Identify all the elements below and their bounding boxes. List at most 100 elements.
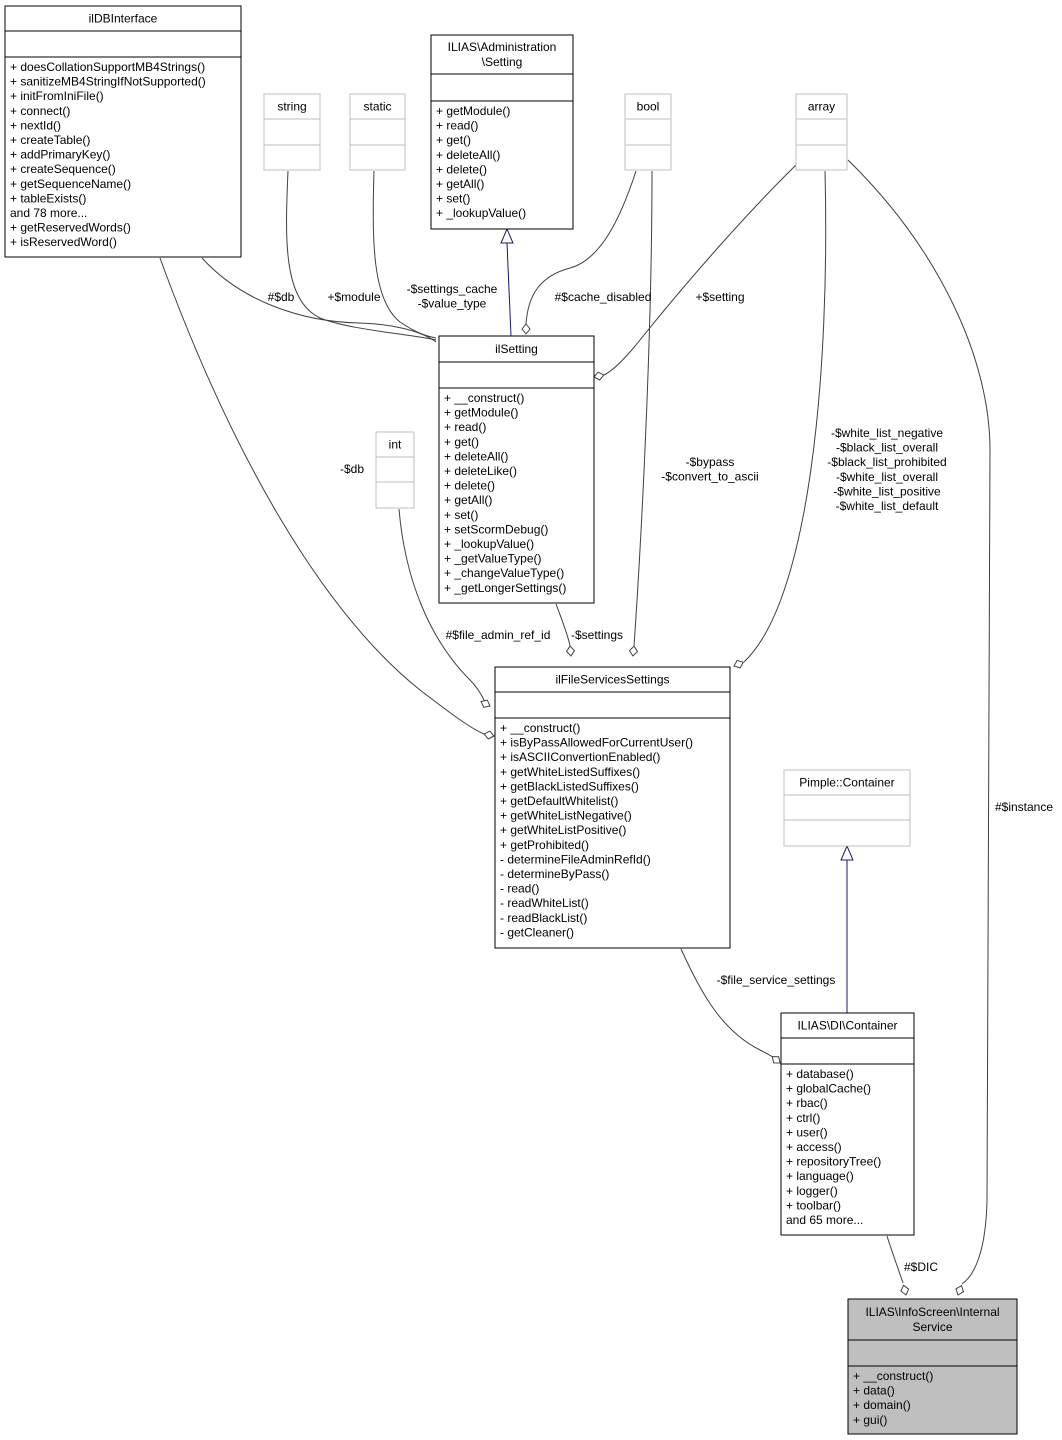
class-method: + getAll() — [436, 177, 484, 191]
class-method: + _changeValueType() — [444, 566, 564, 580]
class-method: + logger() — [786, 1184, 838, 1198]
edge-label-line: +$module — [327, 290, 380, 304]
class-title: ILIAS\DI\Container — [797, 1019, 897, 1033]
class-method: + createTable() — [10, 133, 90, 147]
class-method: + _getLongerSettings() — [444, 581, 566, 595]
class-method: + delete() — [444, 479, 495, 493]
array-to-service-diamond — [955, 1284, 965, 1296]
class-title: Service — [912, 1320, 952, 1334]
ildbinterface-to-filesettings-edge — [159, 257, 485, 735]
static-to-ilsetting-edge — [372, 170, 437, 339]
array-to-filesettings-diamond — [733, 659, 745, 669]
class-method: + read() — [436, 119, 478, 133]
class-method: - readBlackList() — [500, 911, 587, 925]
class-box-int: int — [375, 431, 415, 509]
class-method: + nextId() — [10, 118, 61, 132]
class-method: + tableExists() — [10, 191, 86, 205]
ilsetting-to-filesettings-edge — [555, 603, 571, 647]
class-method: + deleteAll() — [436, 148, 500, 162]
edge-label-line: -$black_list_overall — [836, 441, 938, 455]
class-method: + user() — [786, 1125, 828, 1139]
filesettings-to-container-edge — [680, 948, 775, 1059]
class-box-filesettings: ilFileServicesSettings+ __construct()+ i… — [494, 666, 731, 949]
edge-label-file-admin-ref: #$file_admin_ref_id — [446, 628, 551, 642]
class-method: + database() — [786, 1067, 854, 1081]
class-box-frame — [4, 5, 242, 258]
bool-to-ilsetting-diamond — [521, 323, 531, 335]
class-box-static: static — [349, 93, 406, 171]
class-title: ILIAS\Administration — [448, 40, 557, 54]
class-method: + getSequenceName() — [10, 177, 131, 191]
class-title: int — [389, 438, 402, 452]
class-method: and 65 more... — [786, 1213, 863, 1227]
edge-label-line: +$setting — [695, 290, 744, 304]
class-box-bool: bool — [624, 93, 672, 171]
class-method: - determineByPass() — [500, 867, 609, 881]
edge-label-setting: +$setting — [695, 290, 744, 304]
class-method: + _lookupValue() — [444, 537, 534, 551]
ildbinterface-to-filesettings-diamond — [483, 730, 495, 740]
class-method: - readWhiteList() — [500, 896, 589, 910]
class-title: ilFileServicesSettings — [555, 673, 669, 687]
container-to-service-diamond — [900, 1284, 910, 1296]
edge-label-line: -$value_type — [418, 297, 487, 311]
class-method: + set() — [444, 508, 478, 522]
class-method: + rbac() — [786, 1096, 828, 1110]
class-method: + getBlackListedSuffixes() — [500, 779, 639, 793]
string-to-ilsetting-edge — [286, 170, 437, 341]
edge-label-line: -$white_list_negative — [831, 426, 943, 440]
class-method: - getCleaner() — [500, 925, 574, 939]
class-method: + data() — [853, 1384, 895, 1398]
class-method: + getAll() — [444, 493, 492, 507]
int-to-filesettings-edge — [398, 508, 487, 705]
edge-label-dic: #$DIC — [904, 1260, 938, 1274]
class-method: + __construct() — [853, 1369, 933, 1383]
class-method: + get() — [436, 133, 471, 147]
class-method: + createSequence() — [10, 162, 116, 176]
class-box-ildbinterface: ilDBInterface+ doesCollationSupportMB4St… — [4, 5, 242, 258]
array-to-ilsetting-diamond — [593, 371, 605, 381]
class-title: string — [277, 100, 306, 114]
class-method: - determineFileAdminRefId() — [500, 852, 651, 866]
edge-label-line: -$white_list_default — [836, 499, 939, 513]
edge-label-line: -$white_list_positive — [833, 484, 941, 498]
class-box-admin-setting: ILIAS\Administration\Setting+ getModule(… — [430, 34, 574, 230]
class-method: + gui() — [853, 1413, 887, 1427]
class-method: + connect() — [10, 104, 70, 118]
class-box-frame — [795, 93, 848, 171]
class-method: + ctrl() — [786, 1111, 820, 1125]
class-box-frame — [438, 335, 595, 604]
class-method: + isByPassAllowedForCurrentUser() — [500, 736, 693, 750]
edge-label-line: -$black_list_prohibited — [827, 455, 946, 469]
class-method: + deleteLike() — [444, 464, 517, 478]
edge-label-line: -$settings — [571, 628, 623, 642]
edge-label-cache-disabled: #$cache_disabled — [555, 290, 652, 304]
edge-label-line: -$convert_to_ascii — [661, 470, 758, 484]
array-to-filesettings-edge — [743, 170, 827, 663]
class-box-frame — [780, 1012, 915, 1236]
class-title: Pimple::Container — [799, 776, 894, 790]
edge-label-settings-cache: -$settings_cache-$value_type — [407, 282, 498, 311]
class-method: + getProhibited() — [500, 838, 589, 852]
edge-label-module: +$module — [327, 290, 380, 304]
class-title: bool — [637, 100, 660, 114]
class-method: + __construct() — [444, 391, 524, 405]
class-box-frame — [375, 431, 415, 509]
edge-label-line: -$white_list_overall — [836, 470, 938, 484]
class-method: + globalCache() — [786, 1082, 871, 1096]
edge-label-line: #$cache_disabled — [555, 290, 652, 304]
class-method: + getWhiteListPositive() — [500, 823, 626, 837]
edge-label-line: #$file_admin_ref_id — [446, 628, 551, 642]
class-title: array — [808, 100, 835, 114]
class-method: and 78 more... — [10, 206, 87, 220]
class-method: + getModule() — [436, 104, 510, 118]
class-method: + get() — [444, 435, 479, 449]
class-method: + initFromIniFile() — [10, 89, 104, 103]
class-method: + _lookupValue() — [436, 206, 526, 220]
edge-label-db-setting: #$db — [268, 290, 295, 304]
class-box-frame — [783, 769, 911, 847]
class-method: + repositoryTree() — [786, 1155, 881, 1169]
edge-label-line: #$db — [268, 290, 295, 304]
class-box-ilsetting: ilSetting+ __construct()+ getModule()+ r… — [438, 335, 595, 604]
edge-label-white-list: -$white_list_negative-$black_list_overal… — [827, 426, 946, 513]
